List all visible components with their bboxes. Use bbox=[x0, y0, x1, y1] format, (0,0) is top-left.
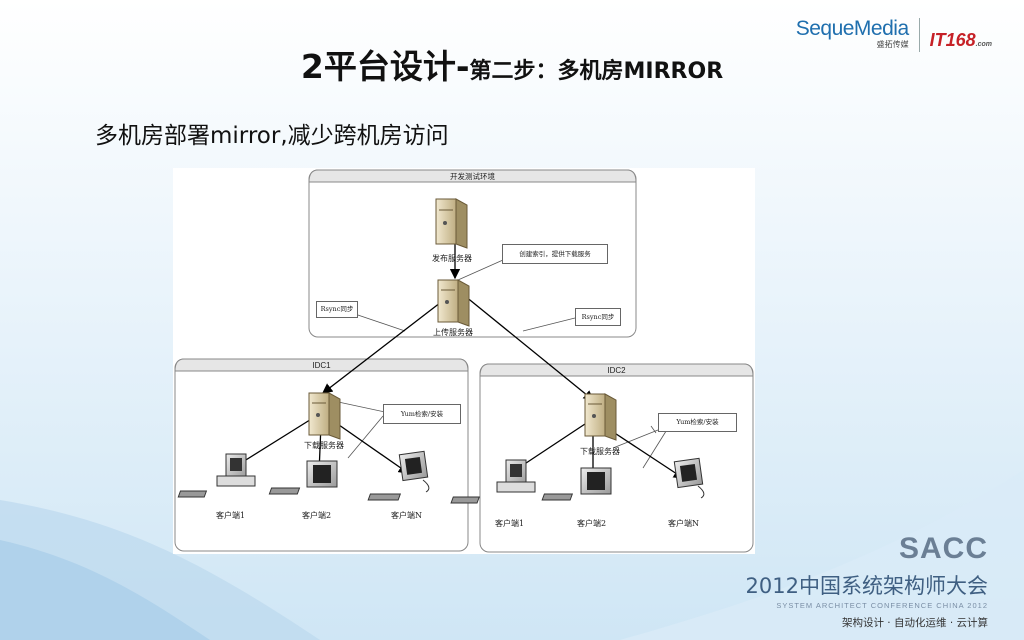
note-rsync-right: Rsync同步 bbox=[575, 308, 621, 326]
zone-dev-test-title: 开发测试环境 bbox=[450, 172, 495, 181]
idc1-server-label: 下载服务器 bbox=[304, 441, 344, 450]
upload-server-icon bbox=[437, 279, 470, 327]
idc2-client-n-label: 客户端N bbox=[668, 519, 699, 528]
idc1-client-2-icon bbox=[177, 460, 338, 498]
idc2-client-1-icon bbox=[367, 459, 536, 501]
publish-server-icon bbox=[435, 198, 468, 249]
idc1-client-1-label: 客户端1 bbox=[216, 511, 246, 520]
idc2-client-1-label: 客户端1 bbox=[495, 519, 525, 528]
upload-server-label: 上传服务器 bbox=[433, 328, 473, 337]
idc2-client-2-icon bbox=[450, 467, 612, 504]
idc1-download-server-icon bbox=[308, 392, 341, 440]
conference-motto: 架构设计 · 自动化运维 · 云计算 bbox=[841, 617, 988, 629]
idc2-server-label: 下载服务器 bbox=[580, 447, 620, 456]
header-logos: SequeMedia 盛拓传媒 IT168.com bbox=[796, 18, 992, 52]
idc1-note-yum: Yum检索/安装 bbox=[383, 404, 461, 424]
zone-idc1-title: IDC1 bbox=[312, 361, 331, 370]
it168-logo: IT168.com bbox=[930, 30, 992, 51]
publish-server-label: 发布服务器 bbox=[432, 254, 472, 263]
sequemedia-brand-sub: 盛拓传媒 bbox=[876, 40, 909, 49]
slide-title: 2平台设计-第二步：多机房MIRROR bbox=[0, 40, 1024, 88]
slide-title-main: 2平台设计- bbox=[300, 47, 470, 86]
it168-brand-sub: .com bbox=[975, 41, 992, 48]
note-index-service: 创建索引，提供下载服务 bbox=[502, 244, 608, 264]
idc1-client-1-icon bbox=[216, 453, 256, 487]
conference-name-en: SYSTEM ARCHITECT CONFERENCE CHINA 2012 bbox=[776, 601, 988, 610]
sacc-footer: SACC 2012中国系统架构师大会 SYSTEM ARCHITECT CONF… bbox=[668, 532, 988, 630]
it168-brand: IT168 bbox=[929, 30, 976, 50]
mirror-architecture-diagram: 开发测试环境 IDC1 IDC2 发布服务器 上传服务器 下载服务器 下载服务器… bbox=[173, 168, 755, 554]
idc2-download-server-icon bbox=[584, 393, 617, 441]
zone-idc2 bbox=[479, 363, 754, 553]
idc1-client-n-label: 客户端N bbox=[391, 511, 422, 520]
note-connectors bbox=[328, 259, 669, 469]
slide-subtitle: 多机房部署mirror,减少跨机房访问 bbox=[95, 123, 449, 149]
zone-dev-test bbox=[308, 169, 637, 338]
sequemedia-logo: SequeMedia 盛拓传媒 bbox=[796, 18, 909, 50]
slide-title-sub: 第二步：多机房MIRROR bbox=[469, 59, 724, 84]
logo-divider bbox=[918, 18, 920, 52]
sacc-brand: SACC bbox=[898, 532, 988, 565]
idc2-note-yum: Yum检索/安装 bbox=[658, 413, 737, 432]
conference-name: 2012中国系统架构师大会 bbox=[745, 574, 988, 598]
idc1-client-n-icon bbox=[268, 450, 430, 495]
zone-idc2-title: IDC2 bbox=[607, 366, 626, 375]
idc1-client-2-label: 客户端2 bbox=[302, 511, 332, 520]
idc2-client-2-label: 客户端2 bbox=[577, 519, 607, 528]
sequemedia-brand: SequeMedia bbox=[795, 17, 909, 40]
note-rsync-left: Rsync同步 bbox=[316, 301, 358, 318]
idc2-client-n-icon bbox=[541, 457, 705, 501]
